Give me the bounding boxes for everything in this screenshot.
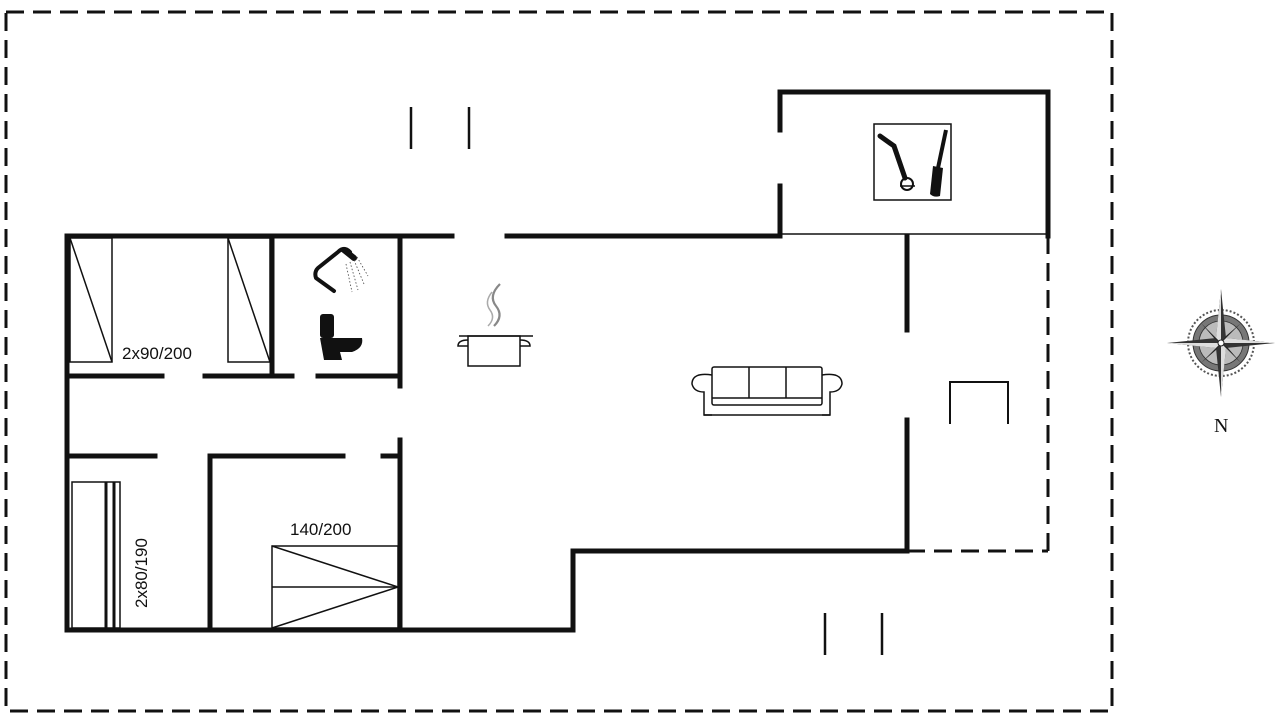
cooking-pot-icon: [457, 283, 533, 367]
compass-north-label: N: [1214, 415, 1228, 437]
compass-rose-icon: [1167, 289, 1275, 397]
sofa-icon: [691, 366, 843, 416]
bed-single-right: [227, 237, 271, 363]
terrace-table: [949, 381, 1009, 424]
exterior-walls: [64, 89, 1051, 633]
bunk-bed: [71, 481, 121, 629]
bed-double: [271, 545, 401, 629]
entrance-markers-top: [409, 107, 471, 149]
bed-label-b: 2x80/190: [132, 538, 151, 608]
interior-walls: [64, 233, 403, 633]
toilet-icon: [320, 314, 363, 360]
entrance-markers-bottom: [823, 613, 884, 655]
bed-label-a: 2x90/200: [122, 344, 192, 363]
shower-icon: [313, 247, 369, 293]
terrace-outline: [907, 236, 1050, 553]
property-boundary: [4, 10, 1114, 713]
bed-single-left: [69, 237, 113, 363]
utility-room-icon: [873, 123, 952, 201]
bed-label-c: 140/200: [290, 520, 351, 539]
